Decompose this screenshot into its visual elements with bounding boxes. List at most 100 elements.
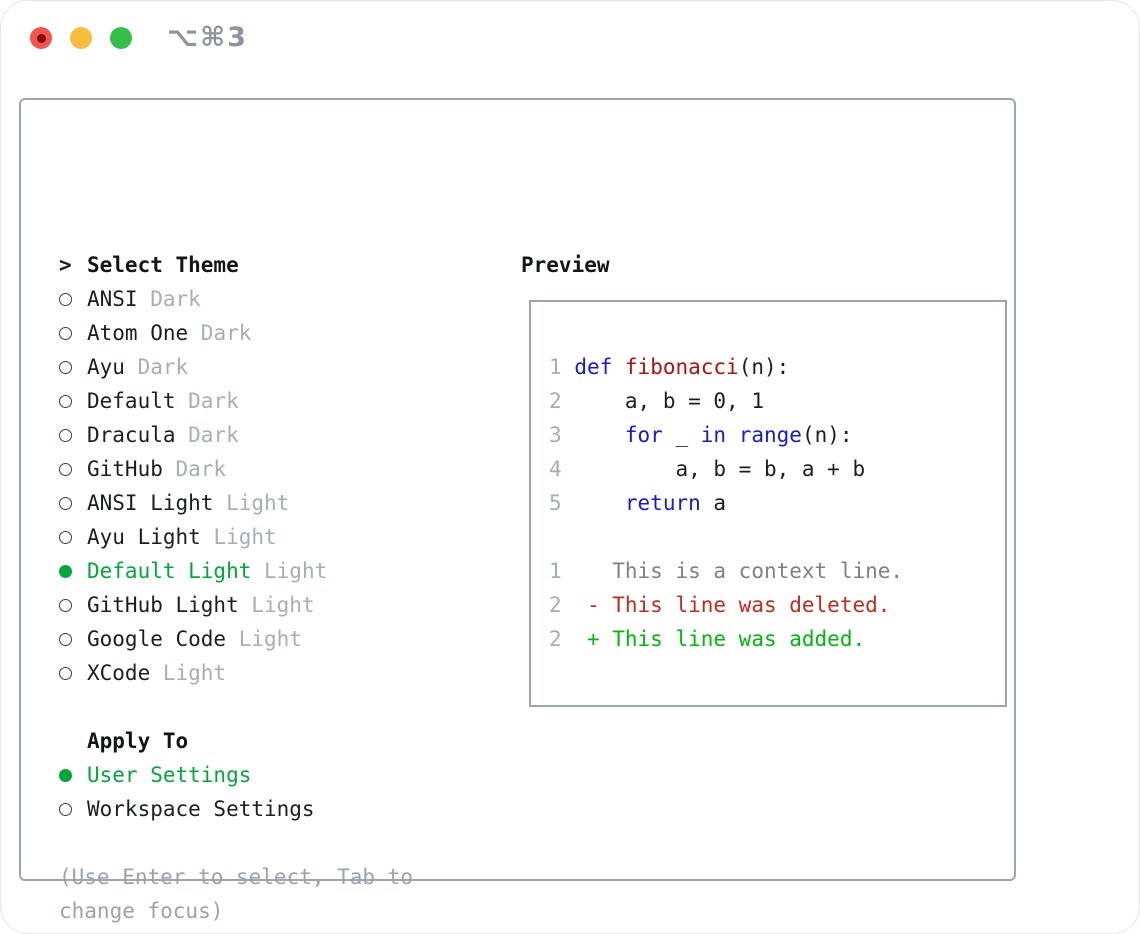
line-number: 2 xyxy=(549,389,562,413)
keyboard-shortcut-label: ⌥⌘3 xyxy=(167,22,248,53)
code-token: for xyxy=(624,423,663,447)
code-token: a, b = b, a + b xyxy=(574,457,866,481)
option-label: Atom One xyxy=(87,321,189,345)
preview-title: Preview xyxy=(521,253,610,277)
theme-option-xcode[interactable]: XCode Light xyxy=(59,656,491,690)
radio-unselected-icon xyxy=(59,632,72,646)
option-variant-label: Dark xyxy=(137,287,201,311)
line-number: 1 xyxy=(549,559,562,583)
select-theme-title: Select Theme xyxy=(87,253,239,277)
radio-marker-col xyxy=(59,792,87,826)
option-variant-label: Light xyxy=(200,525,277,549)
radio-marker-col xyxy=(59,588,87,622)
code-token: (n): xyxy=(801,423,853,447)
option-variant-label: Dark xyxy=(175,423,239,447)
radio-unselected-icon xyxy=(59,360,72,374)
apply-to-title: Apply To xyxy=(87,729,189,753)
theme-option-dracula[interactable]: Dracula Dark xyxy=(59,418,491,452)
radio-marker-col xyxy=(59,384,87,418)
apply-to-header: Apply To xyxy=(59,724,491,758)
radio-unselected-icon xyxy=(59,666,72,680)
radio-unselected-icon xyxy=(59,428,72,442)
radio-unselected-icon xyxy=(59,802,72,816)
theme-option-ayu-light[interactable]: Ayu Light Light xyxy=(59,520,491,554)
option-variant-label: Light xyxy=(238,593,315,617)
code-token xyxy=(726,423,739,447)
theme-option-github-light[interactable]: GitHub Light Light xyxy=(59,588,491,622)
option-label: Google Code xyxy=(87,627,227,651)
radio-unselected-icon xyxy=(59,292,72,306)
radio-unselected-icon xyxy=(59,326,72,340)
radio-marker-col xyxy=(59,758,87,792)
radio-marker-col xyxy=(59,350,87,384)
code-token xyxy=(574,423,625,447)
apply-to-marker xyxy=(59,724,87,758)
option-label: Workspace Settings xyxy=(87,797,315,821)
code-token: fibonacci xyxy=(624,355,739,379)
radio-selected-icon xyxy=(59,768,72,782)
code-preview-box: 1 def fibonacci(n): 2 a, b = 0, 1 3 for … xyxy=(529,300,1007,707)
option-label: GitHub xyxy=(87,457,163,481)
code-token: (n): xyxy=(738,355,790,379)
theme-option-ayu[interactable]: Ayu Dark xyxy=(59,350,491,384)
close-window-button[interactable] xyxy=(30,27,52,49)
option-label: Dracula xyxy=(87,423,176,447)
theme-option-ansi[interactable]: ANSI Dark xyxy=(59,282,491,316)
code-token: in xyxy=(700,423,727,447)
theme-option-default[interactable]: Default Dark xyxy=(59,384,491,418)
option-label: User Settings xyxy=(87,763,252,787)
spacer xyxy=(59,690,491,724)
option-variant-label: Light xyxy=(251,559,328,583)
minimize-window-button[interactable] xyxy=(70,27,92,49)
option-variant-label: Dark xyxy=(188,321,252,345)
option-label: ANSI Light xyxy=(87,491,214,515)
radio-marker-col xyxy=(59,622,87,656)
option-label: Ayu Light xyxy=(87,525,201,549)
code-token: a xyxy=(700,491,727,515)
code-token: return xyxy=(624,491,701,515)
apply-option-workspace-settings[interactable]: Workspace Settings xyxy=(59,792,491,826)
code-token xyxy=(612,355,625,379)
theme-option-github[interactable]: GitHub Dark xyxy=(59,452,491,486)
code-preview-content: 1 def fibonacci(n): 2 a, b = 0, 1 3 for … xyxy=(531,302,1005,656)
radio-marker-col xyxy=(59,452,87,486)
line-number: 3 xyxy=(549,423,562,447)
theme-option-ansi-light[interactable]: ANSI Light Light xyxy=(59,486,491,520)
select-theme-header: > Select Theme xyxy=(59,248,491,282)
option-variant-label: Dark xyxy=(124,355,189,379)
code-token: def xyxy=(574,355,613,379)
code-token: range xyxy=(738,423,802,447)
line-number: 2 xyxy=(549,627,562,651)
line-number: 2 xyxy=(549,593,562,617)
radio-unselected-icon xyxy=(59,394,72,408)
option-label: Ayu xyxy=(87,355,125,379)
theme-option-google-code[interactable]: Google Code Light xyxy=(59,622,491,656)
option-label: XCode xyxy=(87,661,151,685)
caret-prompt-icon: > xyxy=(59,253,72,277)
option-label: GitHub Light xyxy=(87,593,239,617)
option-variant-label: Dark xyxy=(162,457,227,481)
prompt-marker: > xyxy=(59,248,87,282)
zoom-window-button[interactable] xyxy=(110,27,132,49)
theme-option-atom-one[interactable]: Atom One Dark xyxy=(59,316,491,350)
diff-line-added: + This line was added. xyxy=(586,627,866,651)
option-variant-label: Dark xyxy=(175,389,239,413)
radio-marker-col xyxy=(59,282,87,316)
radio-marker-col xyxy=(59,554,87,588)
apply-option-user-settings[interactable]: User Settings xyxy=(59,758,491,792)
code-token xyxy=(574,491,625,515)
code-token: _ xyxy=(662,423,701,447)
radio-marker-col xyxy=(59,486,87,520)
option-variant-label: Light xyxy=(150,661,227,685)
radio-unselected-icon xyxy=(59,598,72,612)
theme-option-default-light[interactable]: Default Light Light xyxy=(59,554,491,588)
radio-marker-col xyxy=(59,520,87,554)
radio-marker-col xyxy=(59,656,87,690)
option-variant-label: Light xyxy=(226,627,302,651)
radio-unselected-icon xyxy=(59,496,72,510)
radio-marker-col xyxy=(59,418,87,452)
